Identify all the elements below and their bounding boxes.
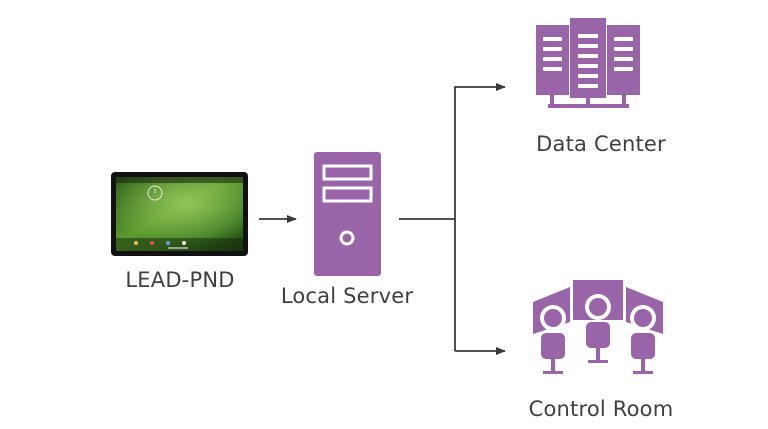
tablet-icon [111,172,248,256]
server-rack-icon [536,18,640,108]
connector-server-branches [399,83,506,355]
controlroom-label: Control Room [528,397,674,421]
datacenter-label: Data Center [536,132,666,156]
operators-icon [533,280,663,374]
server-tower-icon [314,152,381,276]
device-label: LEAD-PND [125,268,235,292]
server-label: Local Server [280,284,414,308]
